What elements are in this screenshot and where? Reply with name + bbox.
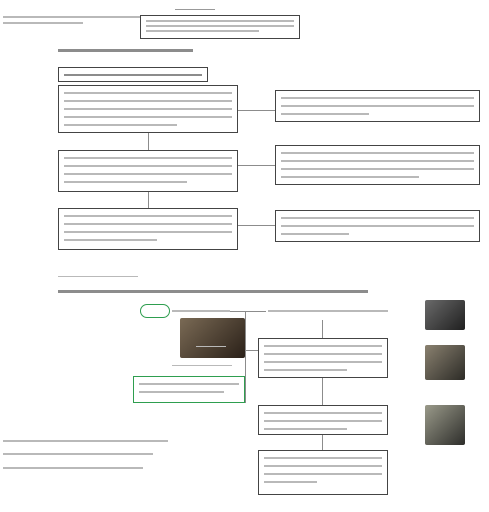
divider-caption <box>58 276 138 277</box>
box-line <box>264 481 317 483</box>
box-line <box>281 225 474 227</box>
connector <box>230 311 266 312</box>
box-line <box>281 113 369 115</box>
box-introduction <box>58 85 238 133</box>
box-line <box>64 100 232 102</box>
node-label <box>172 310 230 312</box>
box-line <box>264 345 382 347</box>
box-line <box>139 391 224 393</box>
box-line <box>64 74 202 76</box>
header-bar <box>175 9 215 10</box>
box-step-two <box>258 405 388 435</box>
box-people <box>58 208 238 250</box>
start-pill <box>140 304 170 318</box>
box-line <box>64 124 177 126</box>
box-line <box>281 176 419 178</box>
connector <box>245 311 246 403</box>
footer-line <box>3 453 153 455</box>
box-summary <box>58 67 208 82</box>
box-reference <box>133 376 245 403</box>
branch-label <box>196 346 226 347</box>
connector <box>148 192 149 208</box>
note-box <box>140 15 300 39</box>
photo-thumbnail <box>425 300 465 330</box>
box-line <box>281 105 474 107</box>
box-line <box>264 473 382 475</box>
section-heading <box>58 49 193 52</box>
connector <box>322 378 323 405</box>
header-line <box>3 16 153 18</box>
box-line <box>281 160 474 162</box>
box-line <box>264 457 382 459</box>
box-line <box>281 217 474 219</box>
photo-thumbnail <box>425 405 465 445</box>
box-line <box>264 428 347 430</box>
box-conclusion <box>258 450 388 495</box>
box-line <box>264 361 382 363</box>
note-line <box>146 20 294 22</box>
section-heading <box>58 290 368 293</box>
box-line <box>264 465 382 467</box>
box-line <box>64 116 232 118</box>
box-line <box>264 353 382 355</box>
footer-line <box>3 467 143 469</box>
box-line <box>64 92 232 94</box>
box-line <box>264 420 382 422</box>
header-line <box>3 22 83 24</box>
box-collection-date <box>275 90 480 122</box>
box-line <box>64 215 232 217</box>
footer-line <box>3 440 168 442</box>
box-step-one <box>258 338 388 378</box>
photo-thumbnail <box>425 345 465 380</box>
connector <box>238 110 275 111</box>
connector <box>238 165 275 166</box>
box-meaning <box>275 210 480 242</box>
box-line <box>281 233 349 235</box>
box-evaluation <box>275 145 480 185</box>
connector <box>322 435 323 450</box>
box-line <box>64 157 232 159</box>
box-line <box>281 97 474 99</box>
box-line <box>64 108 232 110</box>
connector <box>245 350 258 351</box>
connector <box>238 225 275 226</box>
box-line <box>264 412 382 414</box>
note-line <box>146 30 259 32</box>
box-line <box>281 152 474 154</box>
box-line <box>281 168 474 170</box>
box-line <box>64 231 232 233</box>
connector <box>148 133 149 150</box>
box-line <box>64 173 232 175</box>
branch-label <box>172 365 232 366</box>
box-line <box>64 239 157 241</box>
box-line <box>264 369 347 371</box>
box-evidence <box>58 150 238 192</box>
connector <box>322 320 323 338</box>
photo-thumbnail <box>180 318 245 358</box>
box-line <box>64 181 187 183</box>
node-label <box>268 310 388 312</box>
box-line <box>139 383 239 385</box>
box-line <box>64 223 232 225</box>
note-line <box>146 25 294 27</box>
box-line <box>64 165 232 167</box>
